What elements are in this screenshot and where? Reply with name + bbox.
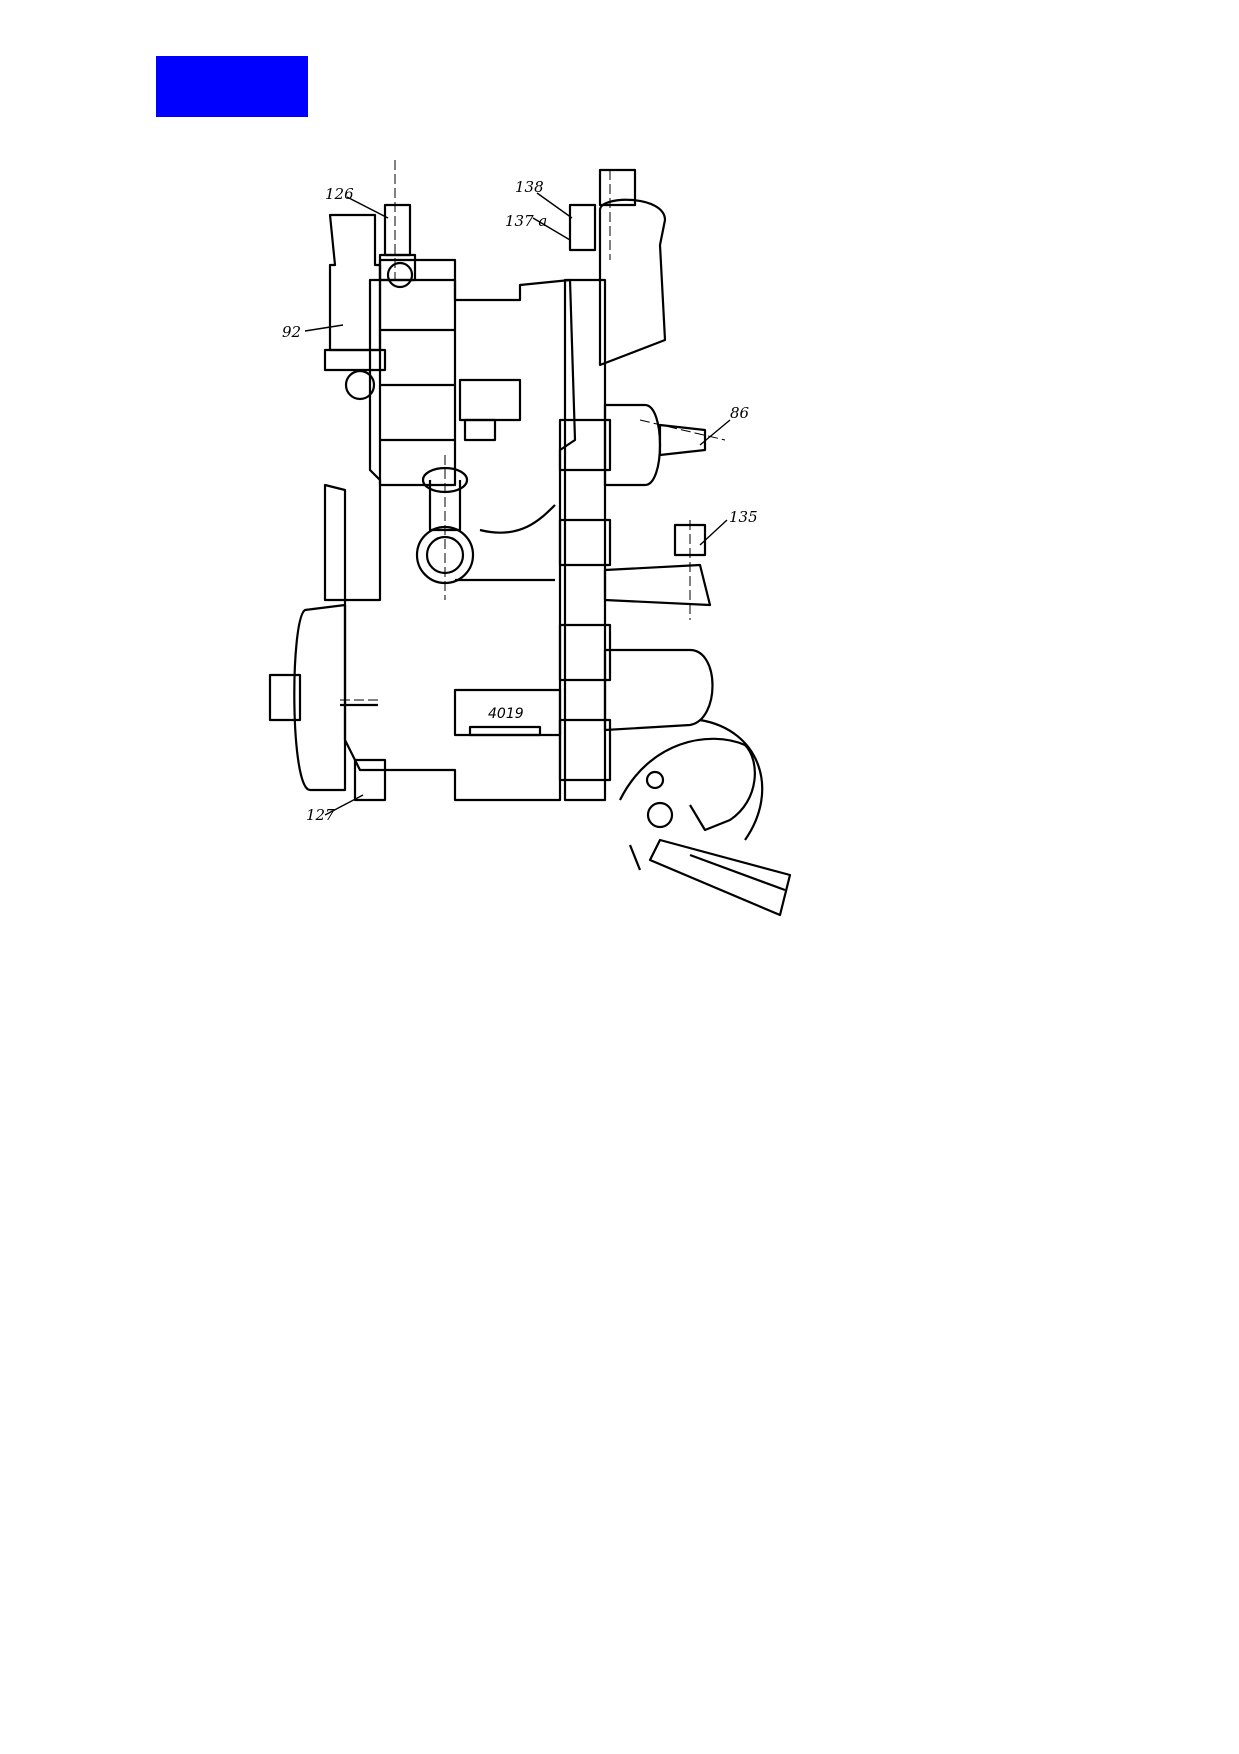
- boss-86: [603, 403, 661, 487]
- fitting-92: [328, 213, 382, 352]
- lower-cylinder: [603, 648, 714, 732]
- right-column: [563, 278, 607, 802]
- fitting-135: [673, 523, 707, 557]
- callout-138: 138: [515, 178, 544, 196]
- fitting-126: [383, 203, 412, 257]
- callout-127: 127: [306, 806, 335, 824]
- fitting-127: [353, 758, 387, 802]
- drive-flange: [293, 603, 347, 792]
- fuel-pump-drawing: 126 138 137 a 92 86 135 127 4019: [250, 150, 810, 930]
- governor-lever: [619, 737, 756, 832]
- left-column: [378, 258, 457, 487]
- top-fitting: [598, 168, 637, 207]
- callout-137a: 137 a: [505, 212, 547, 230]
- blue-header-block: [156, 56, 308, 117]
- callout-92: 92: [282, 323, 301, 341]
- callout-135: 135: [729, 508, 758, 526]
- pump-line-art: 126 138 137 a 92 86 135 127 4019: [268, 160, 792, 917]
- pump-housing: [323, 278, 577, 802]
- callout-86: 86: [730, 404, 750, 422]
- callout-126: 126: [325, 185, 354, 203]
- nameplate-text: 4019: [488, 706, 524, 722]
